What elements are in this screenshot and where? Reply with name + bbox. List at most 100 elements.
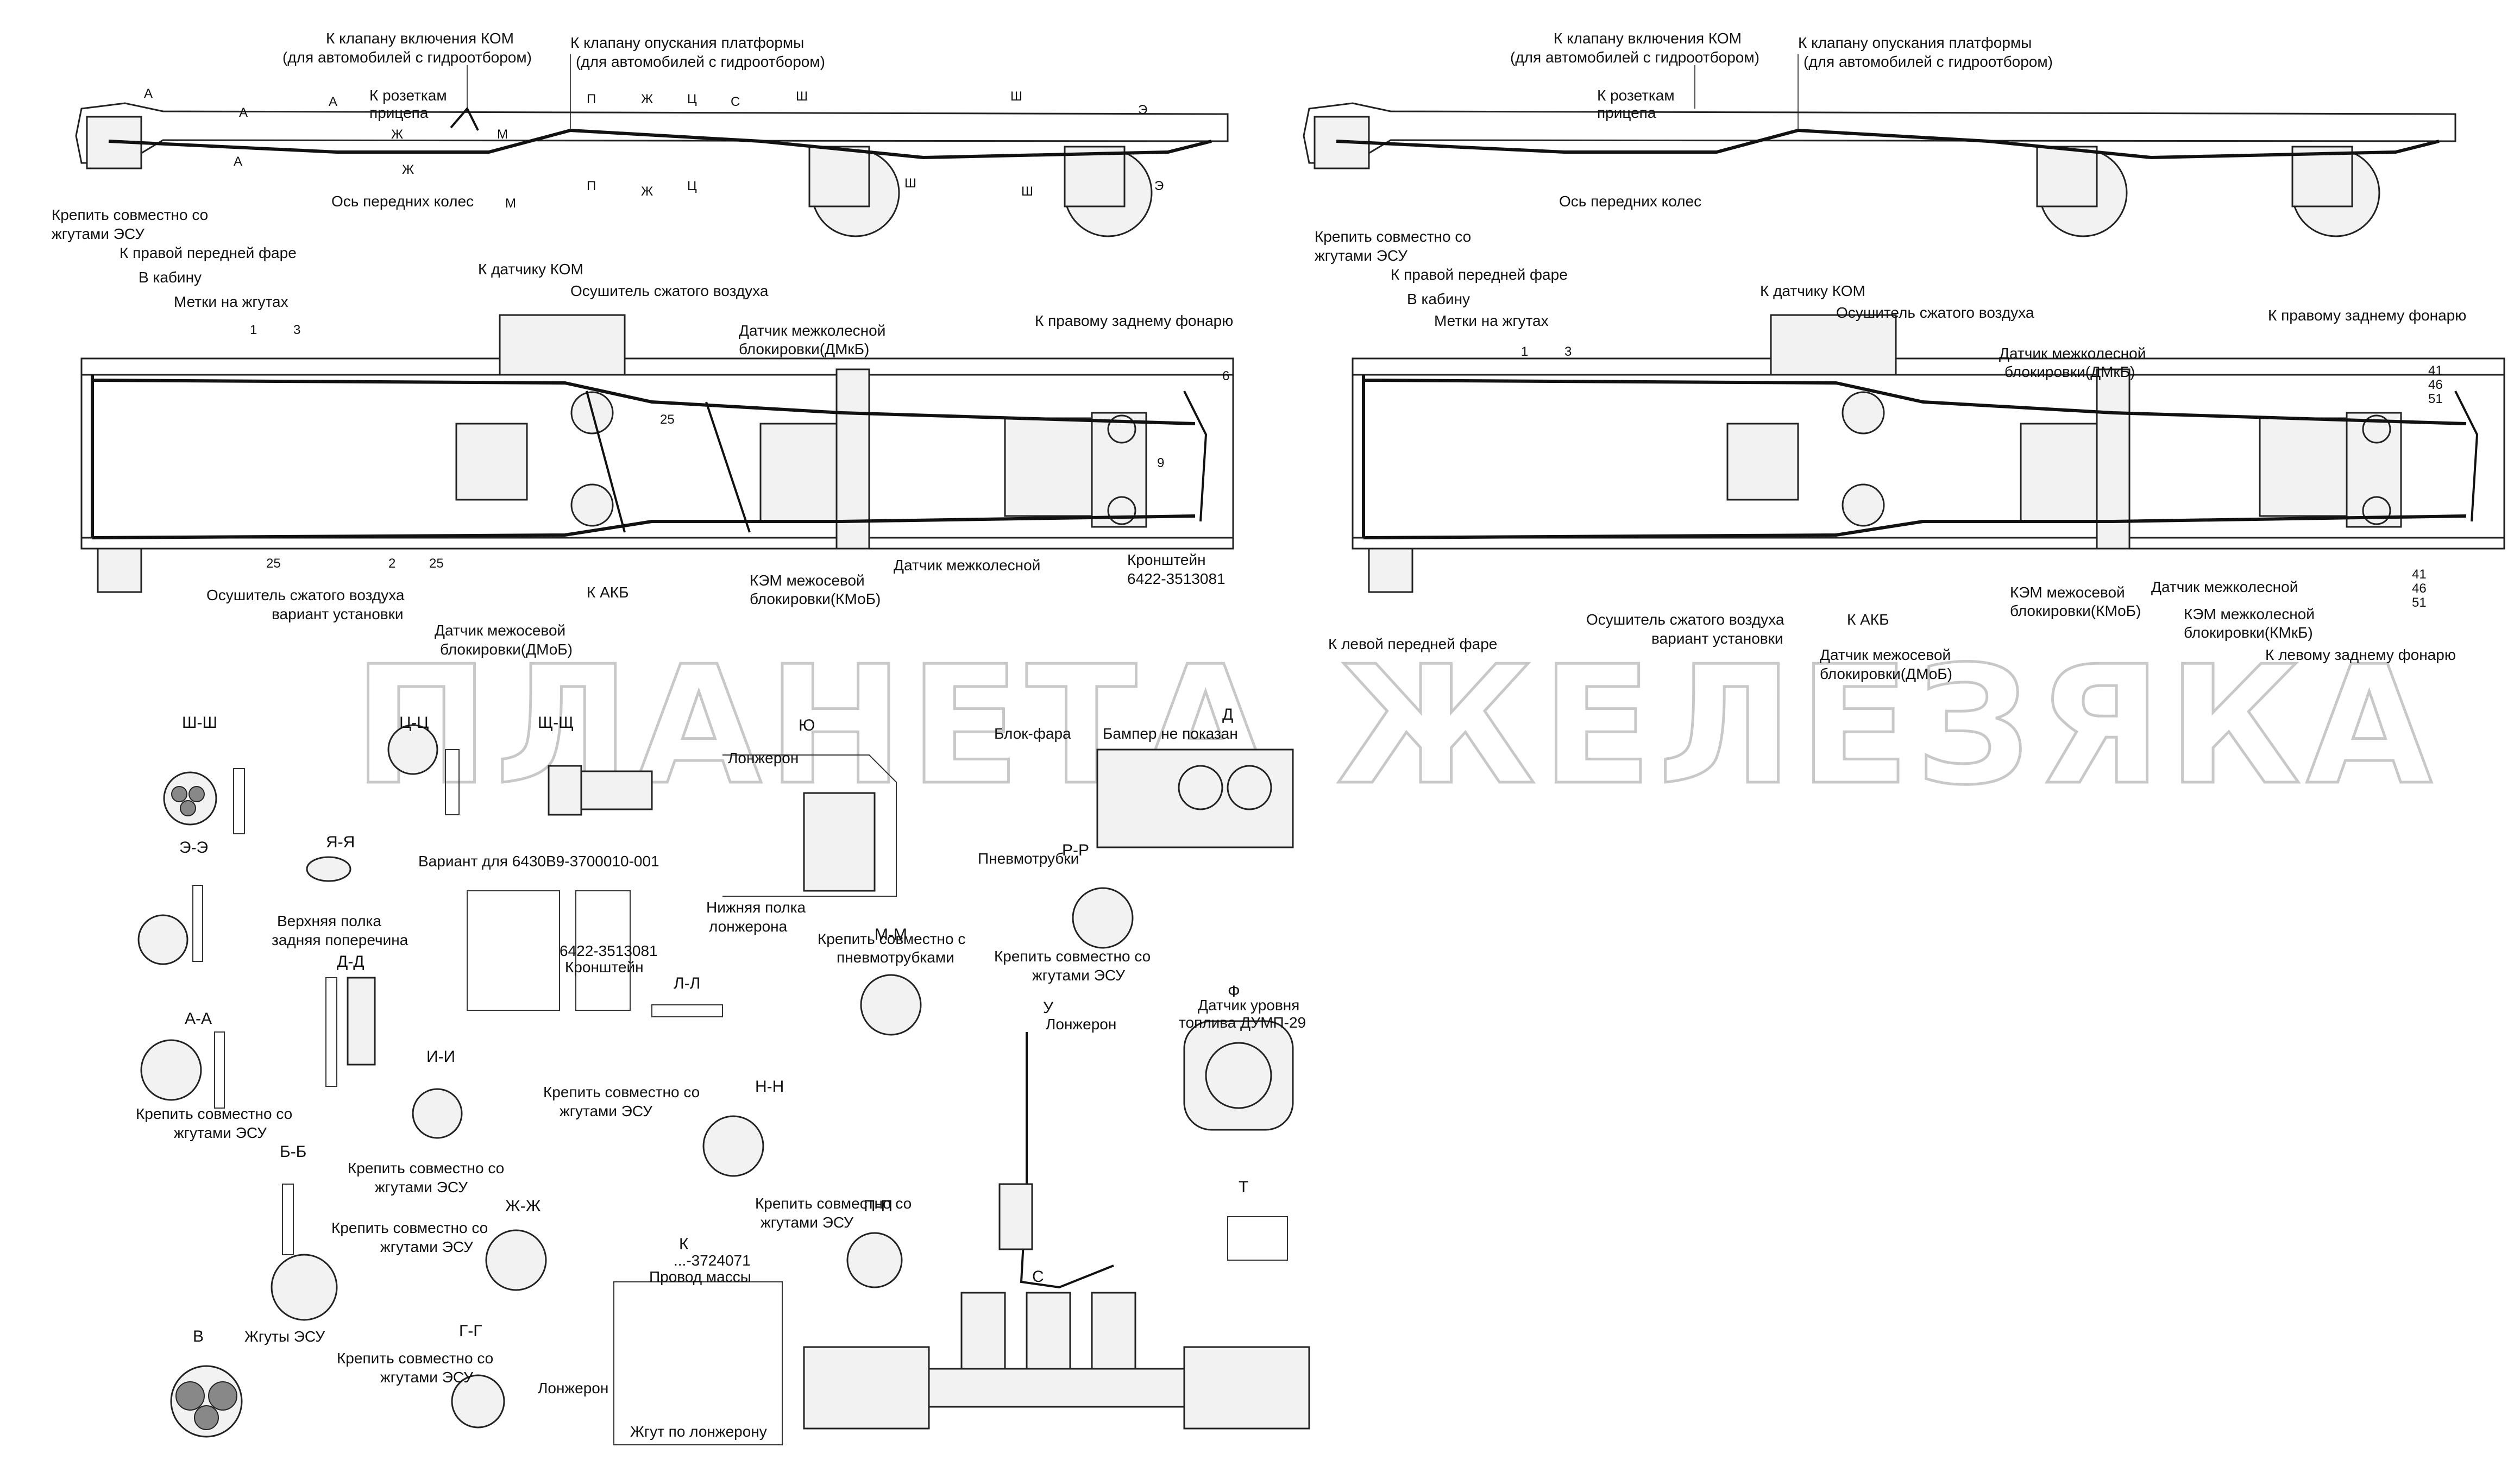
svg-text:жгутами ЭСУ: жгутами ЭСУ <box>1032 967 1125 984</box>
svg-text:Э: Э <box>1138 103 1147 117</box>
svg-text:А: А <box>144 86 153 101</box>
svg-text:Щ-Щ: Щ-Щ <box>538 714 574 732</box>
svg-text:Ц: Ц <box>687 179 697 193</box>
svg-text:(для автомобилей с гидроотборо: (для автомобилей с гидроотбором) <box>1510 49 1759 66</box>
svg-text:Осушитель сжатого воздуха: Осушитель сжатого воздуха <box>206 587 405 603</box>
svg-text:К правому заднему фонарю: К правому заднему фонарю <box>2268 307 2466 324</box>
svg-text:Блок-фара: Блок-фара <box>994 725 1071 742</box>
svg-text:жгутами ЭСУ: жгутами ЭСУ <box>380 1369 473 1386</box>
svg-text:Р-Р: Р-Р <box>1062 841 1089 859</box>
svg-text:Метки на жгутах: Метки на жгутах <box>1434 312 1549 329</box>
svg-text:Ж: Ж <box>391 127 403 142</box>
svg-text:Н-Н: Н-Н <box>755 1078 784 1096</box>
section-details <box>137 724 1310 1445</box>
watermark: ПЛАНЕТА ЖЕЛЕЗЯКА <box>353 631 2438 821</box>
svg-text:Г-Г: Г-Г <box>459 1322 482 1340</box>
svg-text:В: В <box>193 1327 204 1345</box>
svg-text:Крепить совместно со: Крепить совместно со <box>755 1195 912 1212</box>
svg-text:Осушитель сжатого воздуха: Осушитель сжатого воздуха <box>1586 611 1784 628</box>
svg-text:Датчик межколесной: Датчик межколесной <box>1999 345 2146 362</box>
svg-text:Лонжерон: Лонжерон <box>538 1380 608 1396</box>
svg-text:Т: Т <box>1239 1178 1248 1196</box>
svg-text:25: 25 <box>266 556 281 571</box>
plan-view-right <box>1352 314 2505 593</box>
svg-text:И-И: И-И <box>426 1048 455 1066</box>
svg-text:С: С <box>731 95 740 109</box>
svg-text:блокировки(ДМоБ): блокировки(ДМоБ) <box>1820 665 1952 682</box>
svg-text:М-М: М-М <box>875 926 907 943</box>
svg-text:Метки на жгутах: Метки на жгутах <box>174 293 288 310</box>
plan-view-left <box>80 314 1234 593</box>
svg-text:Ц-Ц: Ц-Ц <box>399 714 429 732</box>
svg-text:Ж-Ж: Ж-Ж <box>505 1197 541 1215</box>
svg-text:П-П: П-П <box>864 1197 893 1215</box>
svg-text:25: 25 <box>429 556 444 571</box>
svg-text:лонжерона: лонжерона <box>709 918 788 935</box>
svg-text:2: 2 <box>388 556 395 571</box>
svg-text:К клапану включения КОМ: К клапану включения КОМ <box>326 30 514 47</box>
svg-text:К левой передней фаре: К левой передней фаре <box>1328 636 1497 652</box>
svg-text:блокировки(КМоБ): блокировки(КМоБ) <box>2010 602 2141 619</box>
side-view-right <box>1303 54 2456 237</box>
svg-text:А: А <box>239 105 248 120</box>
svg-text:Крепить совместно со: Крепить совместно со <box>337 1350 493 1367</box>
svg-text:51: 51 <box>2412 595 2427 610</box>
svg-text:1: 1 <box>1521 344 1528 359</box>
svg-text:блокировки(ДМоБ): блокировки(ДМоБ) <box>440 641 573 658</box>
svg-text:прицепа: прицепа <box>1597 104 1656 121</box>
svg-text:жгутами ЭСУ: жгутами ЭСУ <box>174 1124 267 1141</box>
svg-text:Ю: Ю <box>799 716 815 734</box>
svg-text:Кронштейн: Кронштейн <box>1127 551 1206 568</box>
svg-text:М: М <box>497 127 508 142</box>
svg-text:3: 3 <box>1564 344 1572 359</box>
svg-text:жгутами ЭСУ: жгутами ЭСУ <box>1315 247 1407 264</box>
svg-text:Провод массы: Провод массы <box>649 1268 751 1285</box>
svg-text:Осушитель сжатого воздуха: Осушитель сжатого воздуха <box>1836 304 2034 321</box>
svg-text:К датчику КОМ: К датчику КОМ <box>478 261 583 278</box>
svg-text:жгутами ЭСУ: жгутами ЭСУ <box>375 1179 468 1196</box>
svg-text:прицепа: прицепа <box>369 104 429 121</box>
svg-text:П: П <box>587 179 596 193</box>
svg-text:6422-3513081: 6422-3513081 <box>1127 570 1226 587</box>
svg-text:КЭМ межколесной: КЭМ межколесной <box>2184 606 2315 622</box>
svg-text:Датчик межколесной: Датчик межколесной <box>739 322 885 339</box>
svg-text:Осушитель сжатого воздуха: Осушитель сжатого воздуха <box>570 282 769 299</box>
svg-text:А: А <box>234 154 242 169</box>
svg-text:Ш: Ш <box>796 89 808 104</box>
svg-text:жгутами ЭСУ: жгутами ЭСУ <box>52 225 144 242</box>
svg-text:блокировки(ДМкБ): блокировки(ДМкБ) <box>739 341 869 357</box>
svg-text:Я-Я: Я-Я <box>326 833 355 851</box>
svg-text:К розеткам: К розеткам <box>369 87 447 104</box>
svg-text:Ш: Ш <box>1010 89 1022 104</box>
svg-text:пневмотрубками: пневмотрубками <box>837 949 954 966</box>
svg-text:25: 25 <box>660 412 675 427</box>
svg-text:Д-Д: Д-Д <box>337 953 365 971</box>
svg-text:Крепить совместно со: Крепить совместно со <box>348 1160 504 1176</box>
side-view-left-labels: К клапану включения КОМ (для автомобилей… <box>144 30 1164 211</box>
svg-text:К правому заднему фонарю: К правому заднему фонарю <box>1035 312 1233 329</box>
svg-text:Датчик уровня: Датчик уровня <box>1198 997 1299 1014</box>
svg-text:С: С <box>1032 1268 1044 1286</box>
svg-text:Ш: Ш <box>1021 184 1033 199</box>
svg-text:жгутами ЭСУ: жгутами ЭСУ <box>761 1214 853 1231</box>
svg-text:П: П <box>587 92 596 106</box>
svg-text:Э-Э: Э-Э <box>179 839 208 857</box>
svg-text:Э: Э <box>1154 179 1164 193</box>
svg-text:КЭМ межосевой: КЭМ межосевой <box>750 572 865 589</box>
svg-text:Нижняя полка: Нижняя полка <box>706 899 806 916</box>
svg-text:блокировки(КМкБ): блокировки(КМкБ) <box>2184 624 2313 641</box>
plan-view-left-labels: Крепить совместно со жгутами ЭСУ К право… <box>52 206 1233 658</box>
svg-text:Лонжерон: Лонжерон <box>1046 1016 1116 1033</box>
svg-text:Крепить совместно со: Крепить совместно со <box>136 1105 292 1122</box>
svg-text:К клапану опускания платформы: К клапану опускания платформы <box>570 34 804 51</box>
svg-text:(для автомобилей с гидроотборо: (для автомобилей с гидроотбором) <box>576 53 825 70</box>
svg-text:41: 41 <box>2412 567 2427 582</box>
svg-text:вариант установки: вариант установки <box>272 606 404 622</box>
svg-text:Ж: Ж <box>641 92 653 106</box>
svg-text:Ж: Ж <box>402 162 414 177</box>
svg-text:Датчик межколесной: Датчик межколесной <box>894 557 1040 574</box>
svg-text:задняя поперечина: задняя поперечина <box>272 932 409 948</box>
svg-text:Крепить совместно со: Крепить совместно со <box>52 206 208 223</box>
svg-text:6422-3513081: 6422-3513081 <box>560 942 658 959</box>
